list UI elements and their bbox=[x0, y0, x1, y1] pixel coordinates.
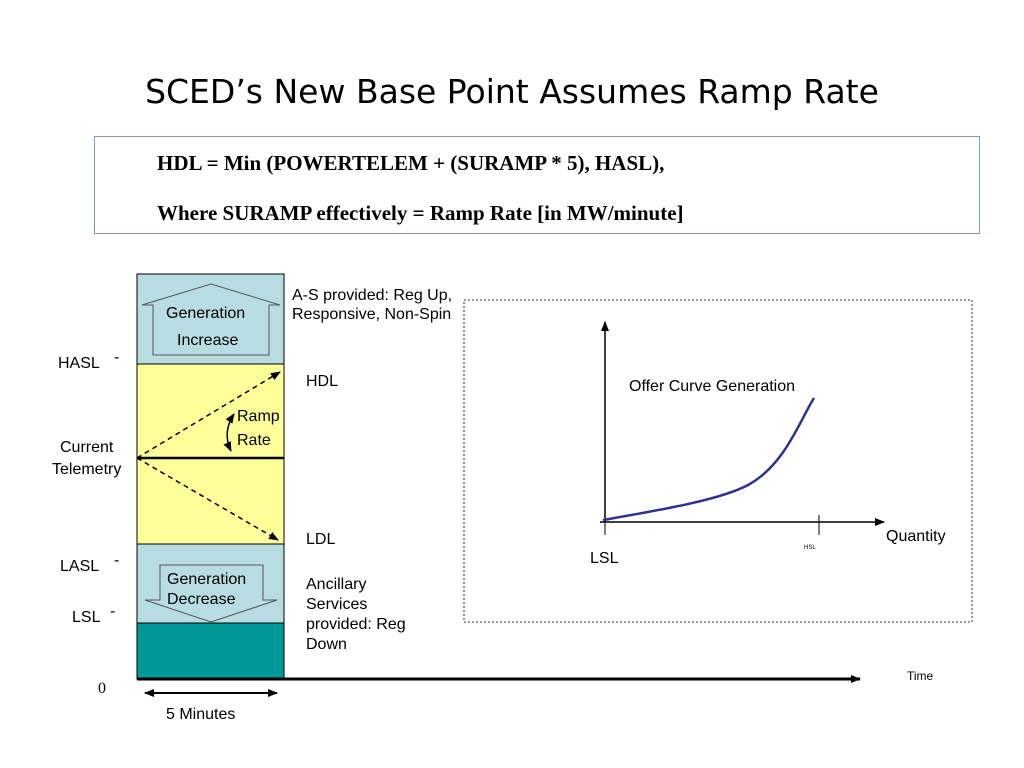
offer-curve-title: Offer Curve Generation bbox=[629, 378, 796, 395]
lsl-tick: - bbox=[110, 603, 116, 620]
hdl-label: HDL bbox=[306, 373, 339, 390]
generation-decrease-arrow bbox=[144, 564, 278, 623]
offer-curve-x-label: Quantity bbox=[886, 528, 946, 545]
lsl-band bbox=[136, 622, 285, 680]
offer-curve-hsl-label: HSL bbox=[804, 545, 816, 551]
current-telemetry-label-1: Current bbox=[60, 439, 114, 456]
as-provided-label-1: A-S provided: Reg Up, bbox=[292, 287, 453, 304]
ramp-rate-label-1: Ramp bbox=[237, 408, 280, 425]
ramp-down-dashed-arrow bbox=[136, 457, 279, 541]
offer-curve-line bbox=[602, 397, 816, 522]
ramp-up-dashed-arrow bbox=[136, 371, 281, 459]
offer-curve-lsl-label: LSL bbox=[590, 550, 619, 567]
ancillary-label-2: Services bbox=[306, 596, 368, 613]
current-telemetry-label-2: Telemetry bbox=[52, 461, 122, 478]
hasl-label: HASL bbox=[58, 355, 100, 372]
ramp-rate-label-2: Rate bbox=[237, 432, 271, 449]
lsl-label: LSL bbox=[72, 609, 101, 626]
formula-hdl: HDL = Min (POWERTELEM + (SURAMP * 5), HA… bbox=[157, 151, 665, 175]
time-axis-label: Time bbox=[907, 669, 934, 683]
five-minutes-label: 5 Minutes bbox=[166, 706, 236, 723]
ancillary-label-1: Ancillary bbox=[306, 576, 367, 593]
lasl-tick: - bbox=[114, 552, 120, 569]
generation-decrease-label-1: Generation bbox=[167, 571, 247, 588]
ancillary-label-3: provided: Reg bbox=[306, 616, 406, 633]
offer-curve-box bbox=[463, 299, 973, 623]
generation-increase-label-2: Increase bbox=[177, 332, 239, 349]
formula-suramp: Where SURAMP effectively = Ramp Rate [in… bbox=[157, 201, 684, 225]
generation-decrease-label-2: Decrease bbox=[167, 591, 236, 608]
generation-increase-arrow bbox=[141, 283, 281, 356]
hasl-tick: - bbox=[114, 349, 120, 366]
as-provided-label-2: Responsive, Non-Spin bbox=[292, 306, 452, 323]
lasl-label: LASL bbox=[60, 558, 100, 575]
generation-increase-label-1: Generation bbox=[166, 305, 246, 322]
slide-title: SCED’s New Base Point Assumes Ramp Rate bbox=[145, 72, 879, 111]
ancillary-label-4: Down bbox=[306, 636, 347, 653]
formula-box: HDL = Min (POWERTELEM + (SURAMP * 5), HA… bbox=[94, 136, 980, 234]
ldl-label: LDL bbox=[306, 531, 336, 548]
zero-label: 0 bbox=[98, 680, 106, 697]
ramp-rate-curved-arrow bbox=[223, 413, 235, 452]
